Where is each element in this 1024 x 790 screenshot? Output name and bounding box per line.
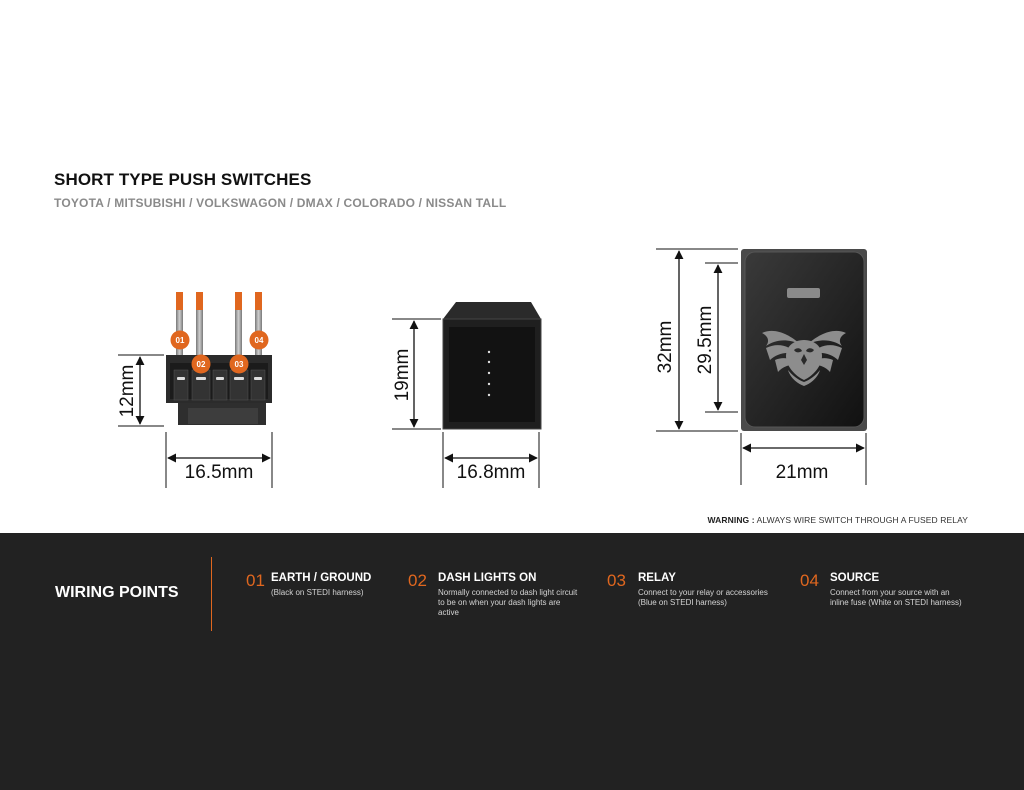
pin-slots	[173, 369, 266, 401]
wiring-point-number: 03	[607, 571, 626, 590]
wiring-point-number: 02	[408, 571, 427, 590]
pin-badge-04: 04	[249, 330, 269, 350]
indicator-bar-icon	[787, 288, 820, 298]
svg-text:01: 01	[176, 336, 185, 345]
wiring-point-title: EARTH / GROUND	[271, 572, 372, 584]
svg-text:19mm: 19mm	[392, 349, 413, 402]
svg-text:16.5mm: 16.5mm	[185, 462, 254, 483]
pin-badge-01: 01	[170, 330, 190, 350]
wiring-point-description: Connect to your relay or accessories (Bl…	[638, 588, 768, 607]
owl-logo-icon	[762, 330, 846, 386]
pin-badge-02: 02	[191, 354, 211, 374]
front-view-switch	[741, 249, 867, 431]
indicator-light-icon	[487, 350, 491, 397]
switch-dimension-diagram: 01 02 03 04 12mm 16.5mm	[117, 248, 867, 488]
wiring-point-description: (Black on STEDI harness)	[271, 588, 364, 597]
warning-note: WARNING : ALWAYS WIRE SWITCH THROUGH A F…	[707, 515, 968, 525]
wiring-point-description: Normally connected to dash light circuit…	[438, 588, 578, 617]
back-view-switch	[442, 302, 542, 430]
svg-text:12mm: 12mm	[117, 365, 138, 418]
back-height-dimension: 19mm	[392, 318, 441, 430]
front-outer-height-dimension: 32mm	[655, 248, 738, 432]
svg-text:16.8mm: 16.8mm	[457, 462, 526, 483]
warning-label: WARNING :	[707, 515, 755, 525]
svg-text:02: 02	[197, 360, 206, 369]
compatible-vehicles: TOYOTA / MITSUBISHI / VOLKSWAGON / DMAX …	[54, 196, 507, 210]
wiring-point-number: 01	[246, 571, 265, 590]
side-height-dimension: 12mm	[117, 354, 164, 427]
wiring-point-title: RELAY	[638, 572, 676, 584]
front-width-dimension: 21mm	[740, 433, 867, 485]
svg-text:21mm: 21mm	[776, 462, 829, 483]
wiring-points-title: WIRING POINTS	[55, 584, 179, 601]
back-width-dimension: 16.8mm	[442, 432, 540, 488]
wiring-point-title: DASH LIGHTS ON	[438, 572, 537, 584]
wiring-point-title: SOURCE	[830, 572, 880, 584]
svg-text:04: 04	[255, 336, 264, 345]
wiring-points-panel: WIRING POINTS 01 EARTH / GROUND (Black o…	[0, 533, 1024, 790]
orange-divider	[211, 557, 212, 631]
page-title: SHORT TYPE PUSH SWITCHES	[54, 170, 312, 189]
owl-eyes	[794, 348, 814, 365]
wiring-point-description: Connect from your source with an inline …	[830, 588, 962, 607]
pin-badge-03: 03	[229, 354, 249, 374]
wiring-point-number: 04	[800, 571, 819, 590]
front-inner-height-dimension: 29.5mm	[695, 262, 738, 413]
svg-text:03: 03	[235, 360, 244, 369]
svg-text:29.5mm: 29.5mm	[695, 306, 716, 375]
warning-text: ALWAYS WIRE SWITCH THROUGH A FUSED RELAY	[754, 515, 968, 525]
svg-text:32mm: 32mm	[655, 321, 676, 374]
side-view-switch: 01 02 03 04	[166, 292, 272, 425]
side-width-dimension: 16.5mm	[165, 432, 273, 488]
